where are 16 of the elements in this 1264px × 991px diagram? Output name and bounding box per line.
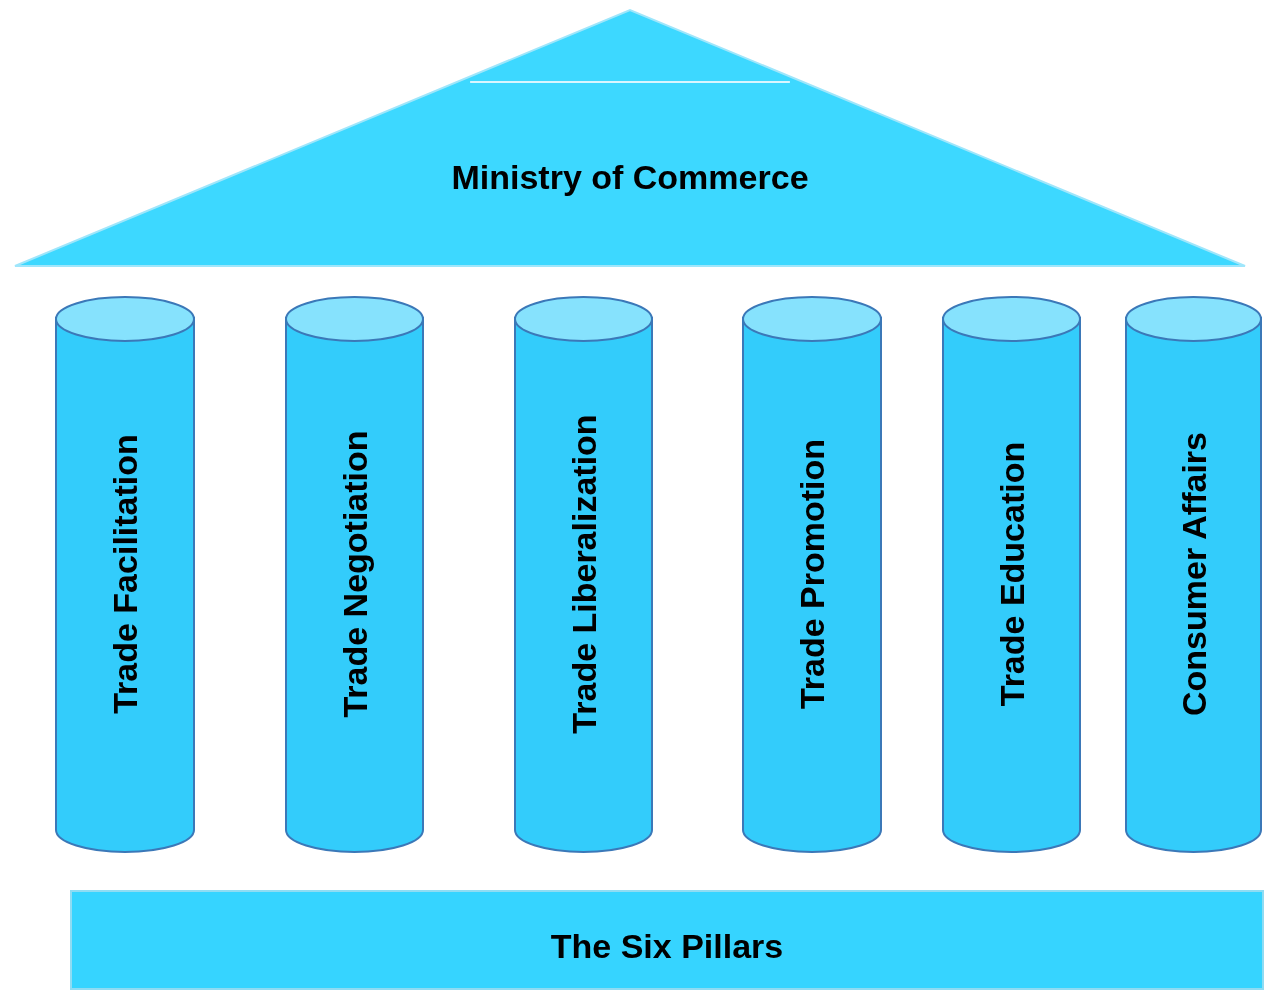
pillar-label: Consumer Affairs [1174,432,1213,716]
pillar-label: Trade Liberalization [564,414,603,734]
base-label: The Six Pillars [550,926,784,966]
pillar-label: Trade Facilitation [105,434,145,714]
pillar-cylinder [285,296,424,853]
pillar-label: Trade Negotiation [335,430,374,718]
roof-triangle [15,10,1245,270]
pillar-cylinder [55,296,195,853]
pillar-cylinder [742,296,882,853]
pillar-label: Trade Education [992,441,1031,707]
pillar-cylinder [1125,296,1262,853]
pillar-label: Trade Promotion [792,438,832,710]
base-bar [70,890,1264,990]
pillar-cylinder [942,296,1081,853]
roof-label: Ministry of Commerce [451,157,809,197]
pillar-cylinder [514,296,653,853]
